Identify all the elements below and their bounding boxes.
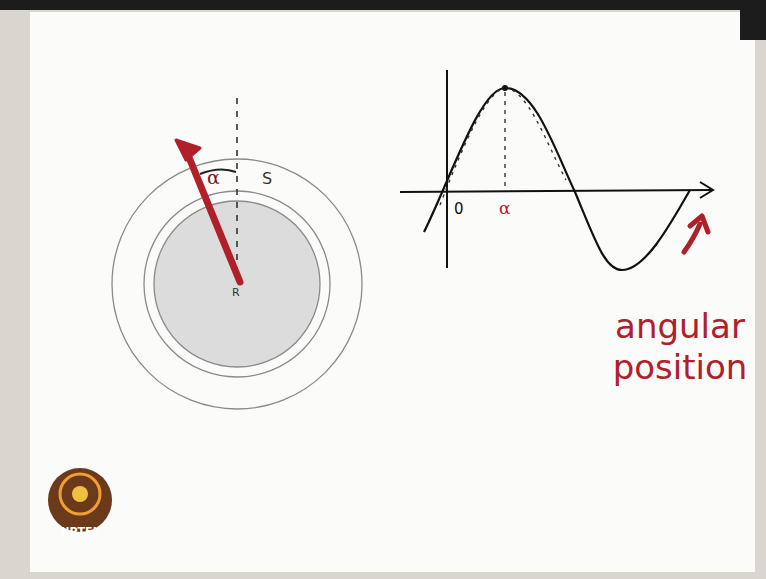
rotor-label: R [232, 287, 240, 298]
field-arrow [186, 150, 240, 282]
logo-disc [48, 468, 112, 532]
dotted-curve [440, 88, 566, 205]
x-axis [400, 190, 712, 192]
stator-outer-circle [112, 159, 362, 409]
peak-dot [502, 85, 508, 91]
sine-curve [424, 88, 690, 270]
pointer-arrowhead [690, 216, 708, 232]
angle-label: α [207, 168, 220, 187]
corner-edge [740, 0, 766, 40]
axis-annotation: angular position [600, 306, 760, 388]
x-axis-arrowhead [700, 182, 713, 198]
origin-label: 0 [454, 202, 464, 217]
peak-marker [504, 92, 505, 190]
stator-label: S [262, 171, 272, 187]
angle-label: α [499, 200, 510, 217]
paper-sheet [30, 12, 755, 572]
logo-ring [60, 474, 100, 514]
logo-core [72, 486, 88, 502]
y-axis [446, 70, 448, 268]
reference-axis [236, 98, 238, 272]
field-arrowhead [176, 140, 200, 160]
pointer-arrow [684, 224, 700, 252]
rotor-circle [154, 201, 320, 367]
logo-text: NPTEL [60, 526, 99, 537]
top-edge [0, 0, 766, 10]
